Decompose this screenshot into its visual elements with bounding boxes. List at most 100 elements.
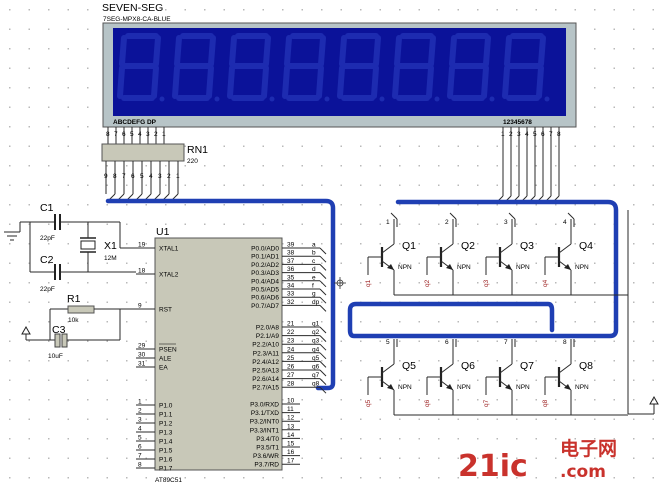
mcu-pin-number: 18 <box>138 268 146 275</box>
bus-entry <box>449 212 457 220</box>
net-label: f <box>312 283 314 290</box>
base-net-label: q3 <box>483 279 490 287</box>
digit-segment <box>502 65 510 99</box>
r1-ref: R1 <box>67 293 81 305</box>
digit-segment <box>151 65 159 99</box>
bus-entry <box>319 386 327 394</box>
digit-segment <box>263 35 271 67</box>
mcu-pin-name: P1.4 <box>159 439 173 446</box>
digit-segment <box>172 65 180 99</box>
transistor-type: NPN <box>575 264 589 271</box>
digit-segment <box>392 65 400 99</box>
mcu-pin-number: 15 <box>287 441 295 448</box>
mcu-pin-name: P3.4/T0 <box>256 436 279 443</box>
mcu-pin-number: 9 <box>138 303 142 310</box>
bus-entry <box>319 247 327 255</box>
base-net-label: q8 <box>542 399 549 407</box>
digit-segment <box>426 65 434 99</box>
transistor-ref: Q3 <box>520 240 534 252</box>
bus-entry <box>319 288 327 296</box>
seven-seg-display[interactable]: SEVEN-SEG 7SEG-MPX8-CA-BLUE ABCDEFG DP 1… <box>102 2 577 128</box>
digit-segment <box>229 35 237 67</box>
transistor-pin-number: 7 <box>504 339 508 346</box>
display-pin-number: 4 <box>138 131 142 138</box>
bus-left <box>105 198 336 391</box>
crystal-x1[interactable]: X1 12M <box>80 222 136 272</box>
display-pin-number: 7 <box>549 131 553 138</box>
c2-value: 22pF <box>40 286 55 293</box>
capacitor-c2[interactable]: C2 22pF <box>40 254 136 293</box>
digit-dp <box>434 96 440 102</box>
capacitor-c3[interactable]: C3 10uF <box>26 309 121 360</box>
c2-ref: C2 <box>40 254 54 266</box>
mcu-pin-name: P1.7 <box>159 466 173 473</box>
display-pin-number: 6 <box>541 131 545 138</box>
transistor-ref: Q2 <box>461 240 475 252</box>
capacitor-c1[interactable]: C1 22pF <box>40 202 120 242</box>
net-label: q5 <box>312 355 320 362</box>
transistor-ref: Q8 <box>579 360 593 372</box>
rn1-pin-number: 1 <box>176 173 180 180</box>
base-net-label: q7 <box>483 399 490 407</box>
c3-ref: C3 <box>52 324 66 336</box>
bus-entry <box>319 305 327 312</box>
mcu-pin-number: 2 <box>138 408 142 415</box>
display-pin-number: 8 <box>557 131 561 138</box>
mcu-pin-name: EA <box>159 365 168 372</box>
rn1-pin-number: 8 <box>113 173 117 180</box>
base-net-label: q5 <box>365 399 372 407</box>
mcu-pin-number: 11 <box>287 406 294 413</box>
mcu-u1[interactable]: U1 19XTAL118XTAL29RST29PSEN30ALE31EA1P1.… <box>136 226 327 484</box>
mcu-pin-number: 24 <box>287 346 295 353</box>
transistor-array: Q1NPNq11Q2NPNq22Q3NPNq33Q4NPNq44Q5NPNq55… <box>365 212 628 416</box>
net-label: c <box>312 258 316 265</box>
digit-segment <box>538 35 546 67</box>
bus-entry <box>319 378 327 385</box>
net-label: q3 <box>312 338 320 345</box>
x1-value: 12M <box>104 255 117 262</box>
bus-entry <box>319 343 327 351</box>
base-net-label: q6 <box>424 399 431 407</box>
mcu-ref: U1 <box>156 226 170 238</box>
digit-segment <box>282 65 290 99</box>
mcu-pin-number: 29 <box>138 343 146 350</box>
ground-symbol-right <box>627 210 659 415</box>
mcu-pin-name: P1.6 <box>159 457 173 464</box>
digit-segment <box>337 65 345 99</box>
digit-dp <box>489 96 495 102</box>
bus-right <box>347 199 619 339</box>
mcu-part: AT89C51 <box>155 477 182 484</box>
digit-segment <box>174 35 182 67</box>
r1-value: 10k <box>68 317 79 324</box>
mcu-pin-name: P0.2/AD2 <box>251 262 279 269</box>
digit-segment <box>119 35 127 67</box>
mcu-left-pins: 19XTAL118XTAL29RST29PSEN30ALE31EA1P1.02P… <box>136 242 179 473</box>
digit-segment <box>117 65 125 99</box>
mcu-pin-name: P0.0/AD0 <box>251 246 279 253</box>
mcu-pin-number: 4 <box>138 426 142 433</box>
bus-entry <box>508 212 516 220</box>
bus-entry <box>319 326 327 334</box>
mcu-pin-number: 33 <box>287 291 295 298</box>
display-pin-number: 6 <box>122 131 126 138</box>
mcu-pin-name: P3.1/TXD <box>251 410 279 417</box>
mcu-pin-name: P1.3 <box>159 430 173 437</box>
mcu-pin-name: P2.5/A13 <box>252 368 279 375</box>
display-pin-number: 2 <box>154 131 158 138</box>
c1-value: 22pF <box>40 235 55 242</box>
net-label: b <box>312 250 316 257</box>
display-pin-number: 1 <box>162 131 166 138</box>
transistor-ref: Q5 <box>402 360 416 372</box>
digit-dp <box>159 96 165 102</box>
digit-segment <box>481 65 489 99</box>
resistor-r1[interactable]: R1 10k <box>50 293 136 324</box>
resistor-network-rn1[interactable]: RN1 220 <box>101 143 208 165</box>
bus-entry <box>319 272 327 279</box>
